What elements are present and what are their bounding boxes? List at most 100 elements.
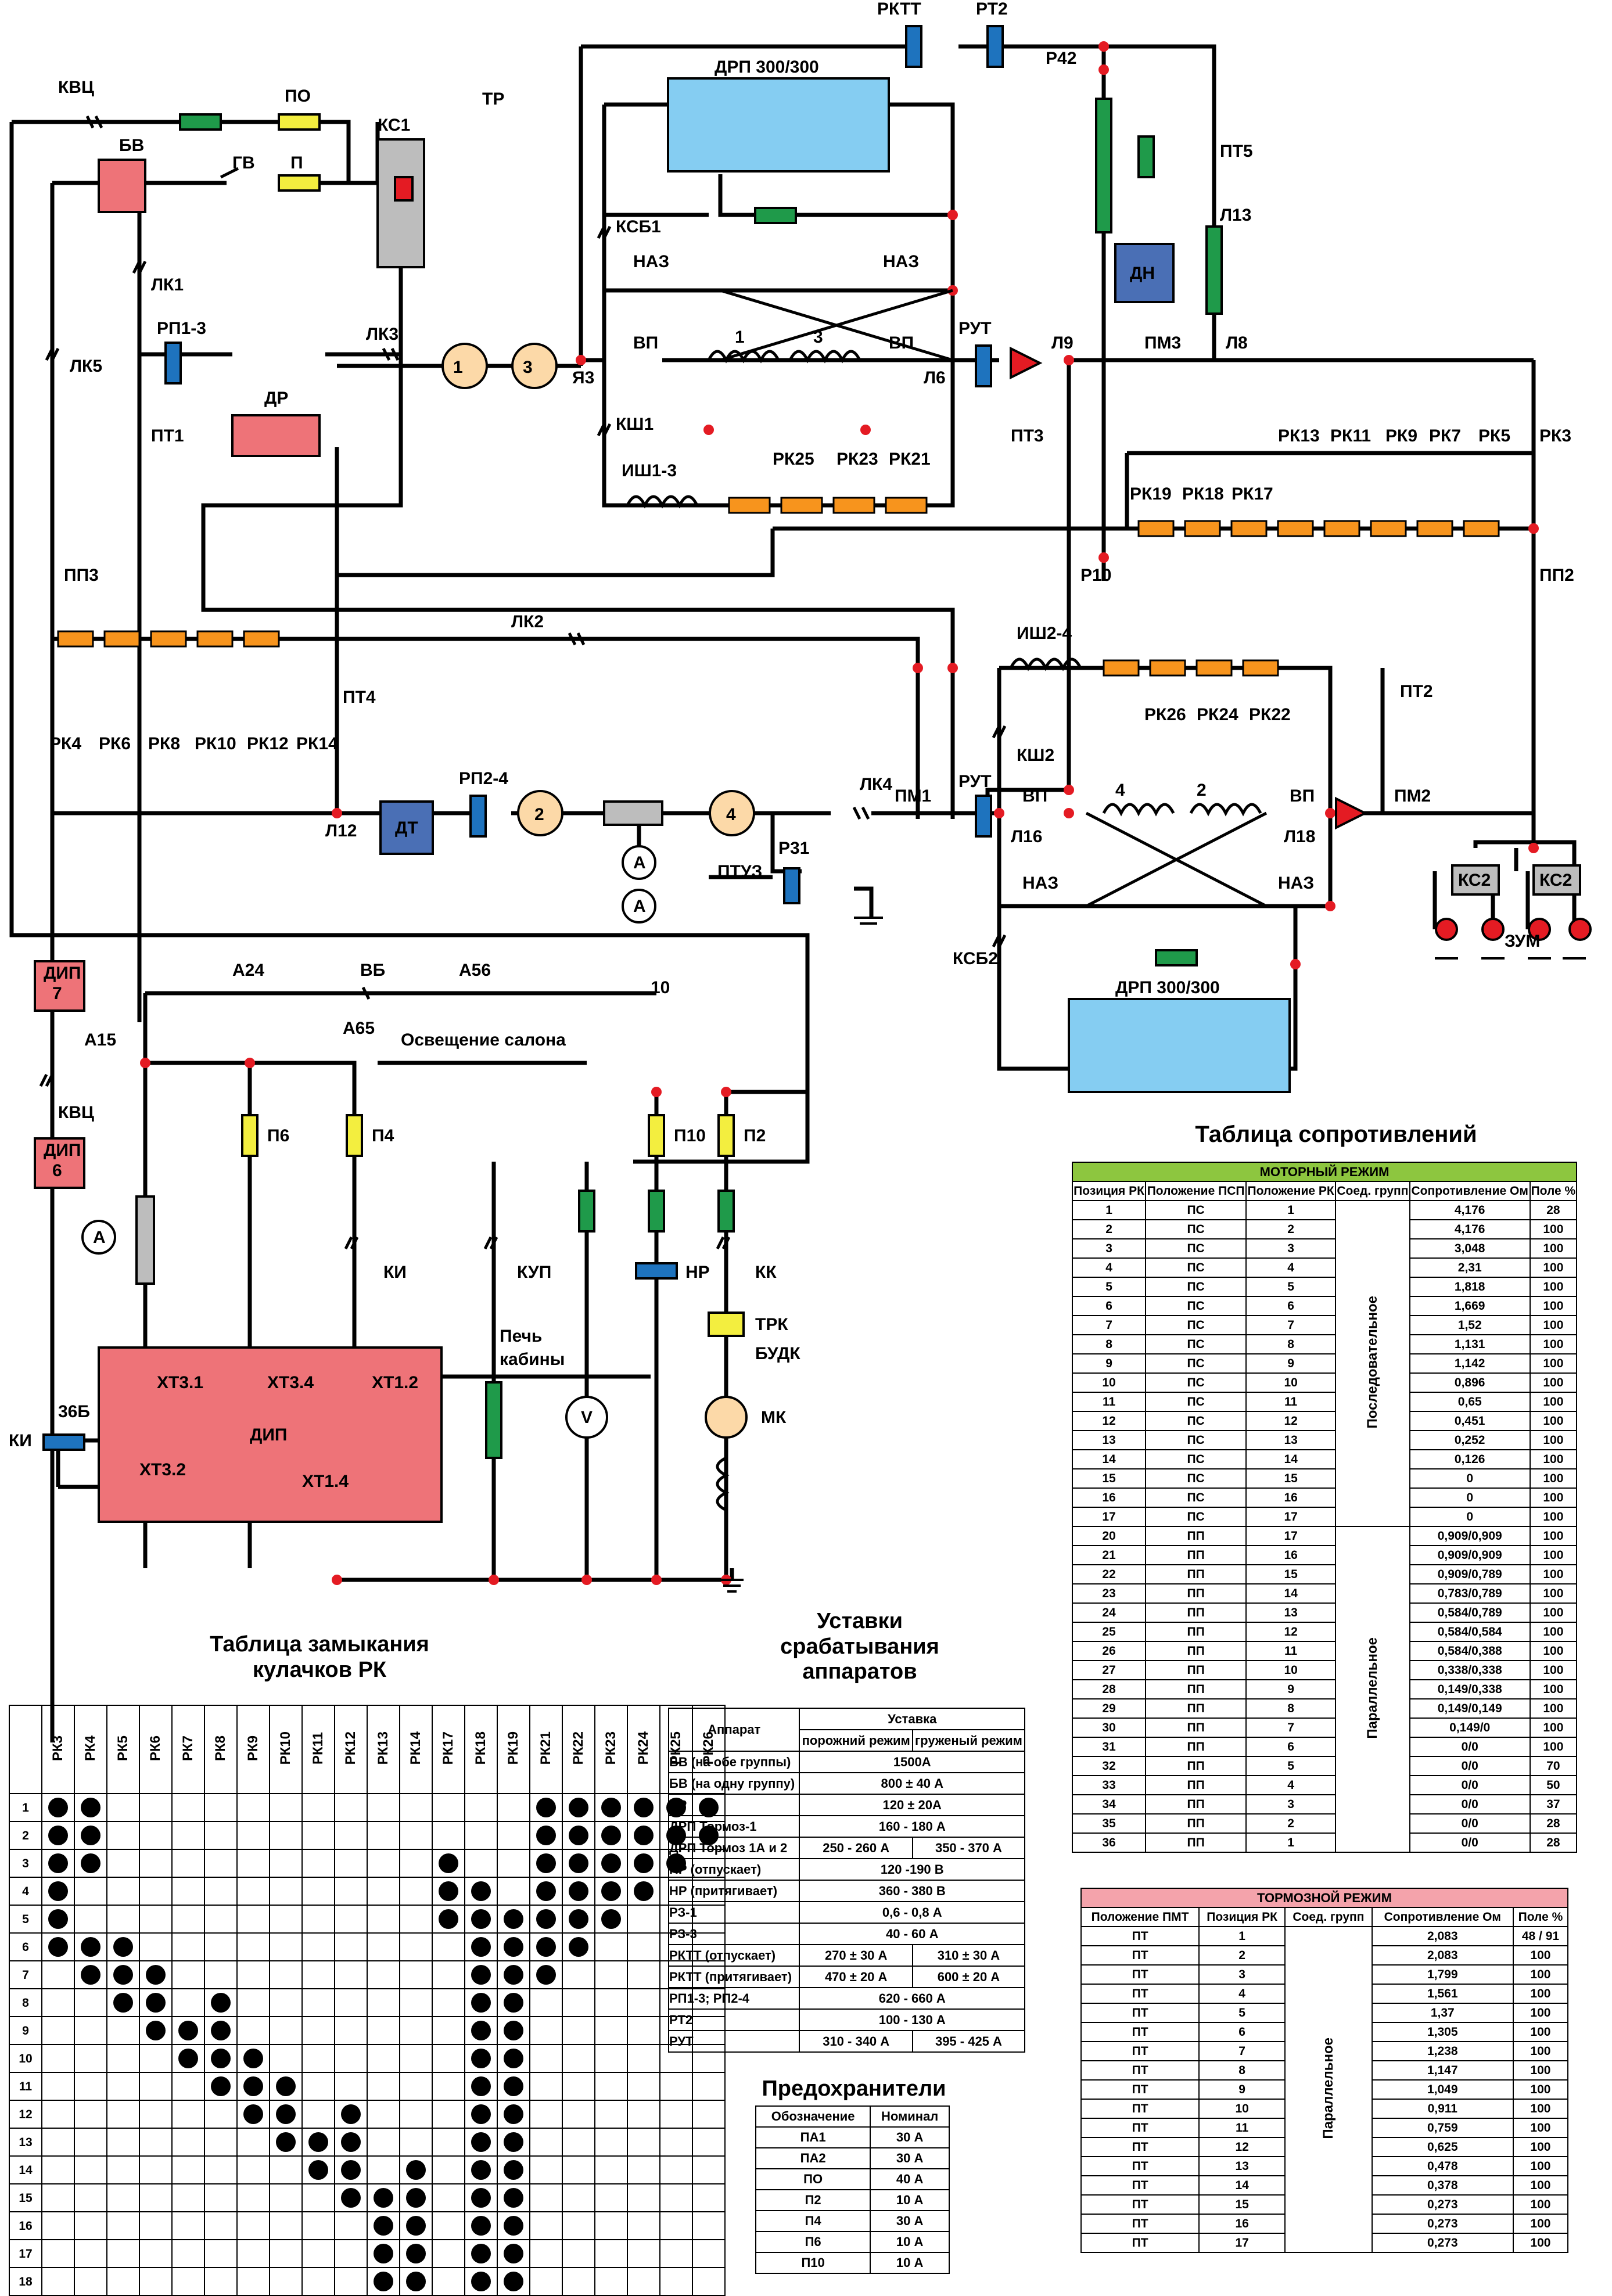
settings-header-loaded: груженый режим xyxy=(911,1729,1026,1752)
motor-psp: ПП xyxy=(1145,1813,1247,1834)
cam-cell xyxy=(367,2267,400,2296)
motor-resistance: 0,149/0,149 xyxy=(1409,1698,1531,1719)
motor-field: 28 xyxy=(1529,1833,1578,1853)
settings-value: 40 - 60 А xyxy=(799,1923,1025,1945)
cam-closed-dot xyxy=(569,1881,588,1901)
svg-text:РК12: РК12 xyxy=(247,734,289,753)
motor-rk: 7 xyxy=(1245,1315,1337,1335)
brake-pmt: ПТ xyxy=(1080,2003,1200,2023)
diode-bottom xyxy=(1335,796,1368,830)
cam-closed-dot xyxy=(243,2076,263,2096)
cam-cell xyxy=(659,2155,693,2184)
table-row: 5 xyxy=(9,1905,726,1934)
cam-cell xyxy=(432,1932,465,1961)
motor-position: 8 xyxy=(1071,1334,1147,1354)
svg-text:ВП: ВП xyxy=(1022,786,1047,806)
motor-position: 5 xyxy=(1071,1277,1147,1297)
svg-text:ХТ1.2: ХТ1.2 xyxy=(372,1373,418,1392)
motor-position: 29 xyxy=(1071,1698,1147,1719)
cam-closed-dot xyxy=(146,1965,166,1985)
cam-closed-dot xyxy=(569,1798,588,1817)
svg-text:7: 7 xyxy=(52,984,62,1003)
cam-cell xyxy=(74,1877,107,1906)
table-row: 16 xyxy=(9,2211,726,2240)
cam-column-header: РК22 xyxy=(562,1705,595,1794)
cam-cell xyxy=(464,2044,498,2073)
motor-position: 4 xyxy=(1071,1257,1147,1278)
cam-closed-dot xyxy=(536,1826,556,1845)
cam-cell xyxy=(627,2183,660,2212)
brake-field: 100 xyxy=(1512,1964,1569,1985)
cam-cell xyxy=(106,1905,140,1934)
cam-cell xyxy=(562,1988,595,2017)
brake-pmt: ПТ xyxy=(1080,2137,1200,2157)
cam-cell xyxy=(367,1960,400,1989)
cam-closed-dot xyxy=(113,1937,133,1957)
cam-column-header: РК4 xyxy=(74,1705,107,1794)
motor-resistance: 0/0 xyxy=(1409,1833,1531,1853)
settings-idle: 310 - 340 А xyxy=(799,2030,913,2053)
motor-field: 50 xyxy=(1529,1775,1578,1795)
motor-resistance: 0/0 xyxy=(1409,1775,1531,1795)
cam-column-label: РК6 xyxy=(148,1735,163,1761)
svg-text:КУП: КУП xyxy=(517,1263,551,1282)
motor-position: 35 xyxy=(1071,1813,1147,1834)
motor-rk: 11 xyxy=(1245,1641,1337,1661)
cam-cell xyxy=(529,2267,563,2296)
svg-text:ЛК5: ЛК5 xyxy=(70,357,102,376)
cam-closed-dot xyxy=(48,1937,68,1957)
dip-7 xyxy=(34,960,85,1012)
motor-psp: ПС xyxy=(1145,1315,1247,1335)
motor-field: 100 xyxy=(1529,1583,1578,1604)
svg-text:НАЗ: НАЗ xyxy=(1278,874,1314,893)
cam-cell xyxy=(399,2072,433,2101)
cam-cell xyxy=(334,2128,368,2157)
cam-cell xyxy=(334,2044,368,2073)
cam-closed-dot xyxy=(146,2021,166,2040)
cam-cell xyxy=(367,1821,400,1850)
motor-resistance: 3,048 xyxy=(1409,1238,1531,1259)
cam-cell xyxy=(594,2239,628,2268)
svg-text:A: A xyxy=(633,897,646,916)
cam-cell xyxy=(139,1932,173,1961)
cam-cell xyxy=(41,2155,75,2184)
cam-cell xyxy=(594,2100,628,2129)
brake-rk: 11 xyxy=(1198,2118,1286,2138)
cam-cell xyxy=(529,1932,563,1961)
cam-cell xyxy=(497,1988,530,2017)
brake-field: 100 xyxy=(1512,2003,1569,2023)
motor-resistance: 0,338/0,338 xyxy=(1409,1660,1531,1680)
svg-text:ДРП 300/300: ДРП 300/300 xyxy=(1115,978,1220,997)
cam-closed-dot xyxy=(471,1993,491,2013)
cam-cell xyxy=(74,2183,107,2212)
motor-position: 2 xyxy=(1071,1219,1147,1239)
cam-cell xyxy=(171,1988,205,2017)
svg-text:КСБ1: КСБ1 xyxy=(616,217,661,236)
svg-text:РК5: РК5 xyxy=(1478,426,1510,445)
brake-rk: 1 xyxy=(1198,1926,1286,1946)
svg-text:ПТ5: ПТ5 xyxy=(1220,142,1253,161)
resistance-title: Таблица сопротивлений xyxy=(1195,1122,1477,1147)
cam-cell xyxy=(399,2239,433,2268)
ks2-right xyxy=(1532,864,1581,896)
cam-closed-dot xyxy=(471,2049,491,2068)
cam-closed-dot xyxy=(81,1937,100,1957)
motor-field: 100 xyxy=(1529,1392,1578,1412)
cam-cell xyxy=(301,2072,335,2101)
cam-closed-dot xyxy=(471,2160,491,2180)
drp-300-top xyxy=(667,77,890,173)
drp-300-bottom xyxy=(1068,998,1291,1093)
motor-psp: ПП xyxy=(1145,1660,1247,1680)
cam-cell xyxy=(692,2128,726,2157)
motor-rk: 10 xyxy=(1245,1372,1337,1393)
cam-cell xyxy=(399,1877,433,1906)
cam-cell xyxy=(432,2044,465,2073)
motor-resistance: 0,909/0,789 xyxy=(1409,1564,1531,1584)
cam-cell xyxy=(432,2072,465,2101)
cam-cell xyxy=(236,1905,270,1934)
brake-group-label: Параллельное xyxy=(1320,2038,1336,2139)
